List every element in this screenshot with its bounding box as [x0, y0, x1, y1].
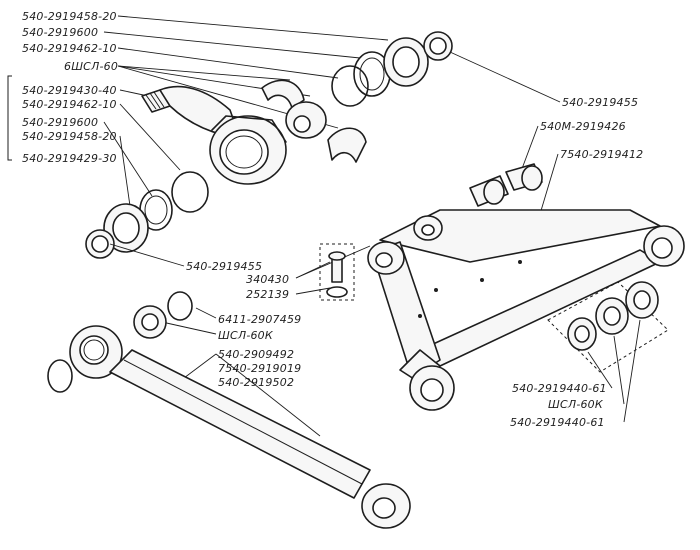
middle-labels: 540-2919455 340430 252139 6411-2907459 Ш…	[186, 260, 301, 389]
label-part-6411-2907459: 6411-2907459	[218, 313, 301, 326]
top-right-leader-lines	[449, 51, 561, 215]
label-part-540-2919600-lower: 540-2919600	[22, 116, 98, 129]
label-part-7540-2919019: 7540-2919019	[218, 362, 301, 375]
label-part-540-2909492: 540-2909492	[218, 348, 294, 361]
label-part-540-2919502: 540-2919502	[218, 376, 294, 389]
upper-rings-right	[331, 31, 453, 107]
upper-pin-assembly	[141, 85, 287, 185]
top-right-labels: 540-2919455 540М-2919426 7540-2919412	[540, 96, 643, 161]
label-part-540m-2919426: 540М-2919426	[540, 120, 626, 133]
label-part-540-2919440-61-upper: 540-2919440-61	[512, 382, 607, 395]
label-part-252139: 252139	[246, 288, 289, 301]
bolt-and-washer	[319, 243, 355, 301]
bottom-right-labels: 540-2919440-61 ШСЛ-60К 540-2919440-61	[510, 382, 607, 429]
label-part-540-2919600-top: 540-2919600	[22, 26, 98, 39]
top-left-leader-lines	[103, 15, 389, 207]
upper-rings-left	[85, 171, 209, 259]
label-part-540-2919458-20-top: 540-2919458-20	[22, 10, 117, 23]
label-part-7540-2919412: 7540-2919412	[560, 148, 643, 161]
label-part-540-2919440-61-lower: 540-2919440-61	[510, 416, 605, 429]
bottom-right-bearing-parts	[547, 281, 669, 373]
a-frame-bracket	[367, 209, 685, 411]
left-group-bracket	[7, 75, 12, 161]
label-part-540-2919429-30: 540-2919429-30	[22, 152, 117, 165]
label-part-340430: 340430	[246, 273, 289, 286]
label-part-6shsl-60: 6ШСЛ-60	[64, 60, 118, 73]
label-part-540-2919455-top: 540-2919455	[562, 96, 638, 109]
label-part-540-2919430-40: 540-2919430-40	[22, 84, 117, 97]
label-part-540-2919462-10-top: 540-2919462-10	[22, 42, 117, 55]
lower-rod-assembly	[47, 291, 411, 529]
label-part-540-2919462-10-lower: 540-2919462-10	[22, 98, 117, 111]
label-part-shsl-60k-mid: ШСЛ-60К	[218, 329, 274, 342]
label-part-540-2919458-20-lower: 540-2919458-20	[22, 130, 117, 143]
upper-ball-joint-parts	[261, 79, 367, 163]
label-part-shsl-60k-right: ШСЛ-60К	[548, 398, 604, 411]
top-left-labels: 540-2919458-20 540-2919600 540-2919462-1…	[22, 10, 118, 165]
bushing-sleeves	[469, 163, 543, 207]
label-part-540-2919455-mid: 540-2919455	[186, 260, 262, 273]
bottom-right-leader-lines	[587, 319, 641, 423]
